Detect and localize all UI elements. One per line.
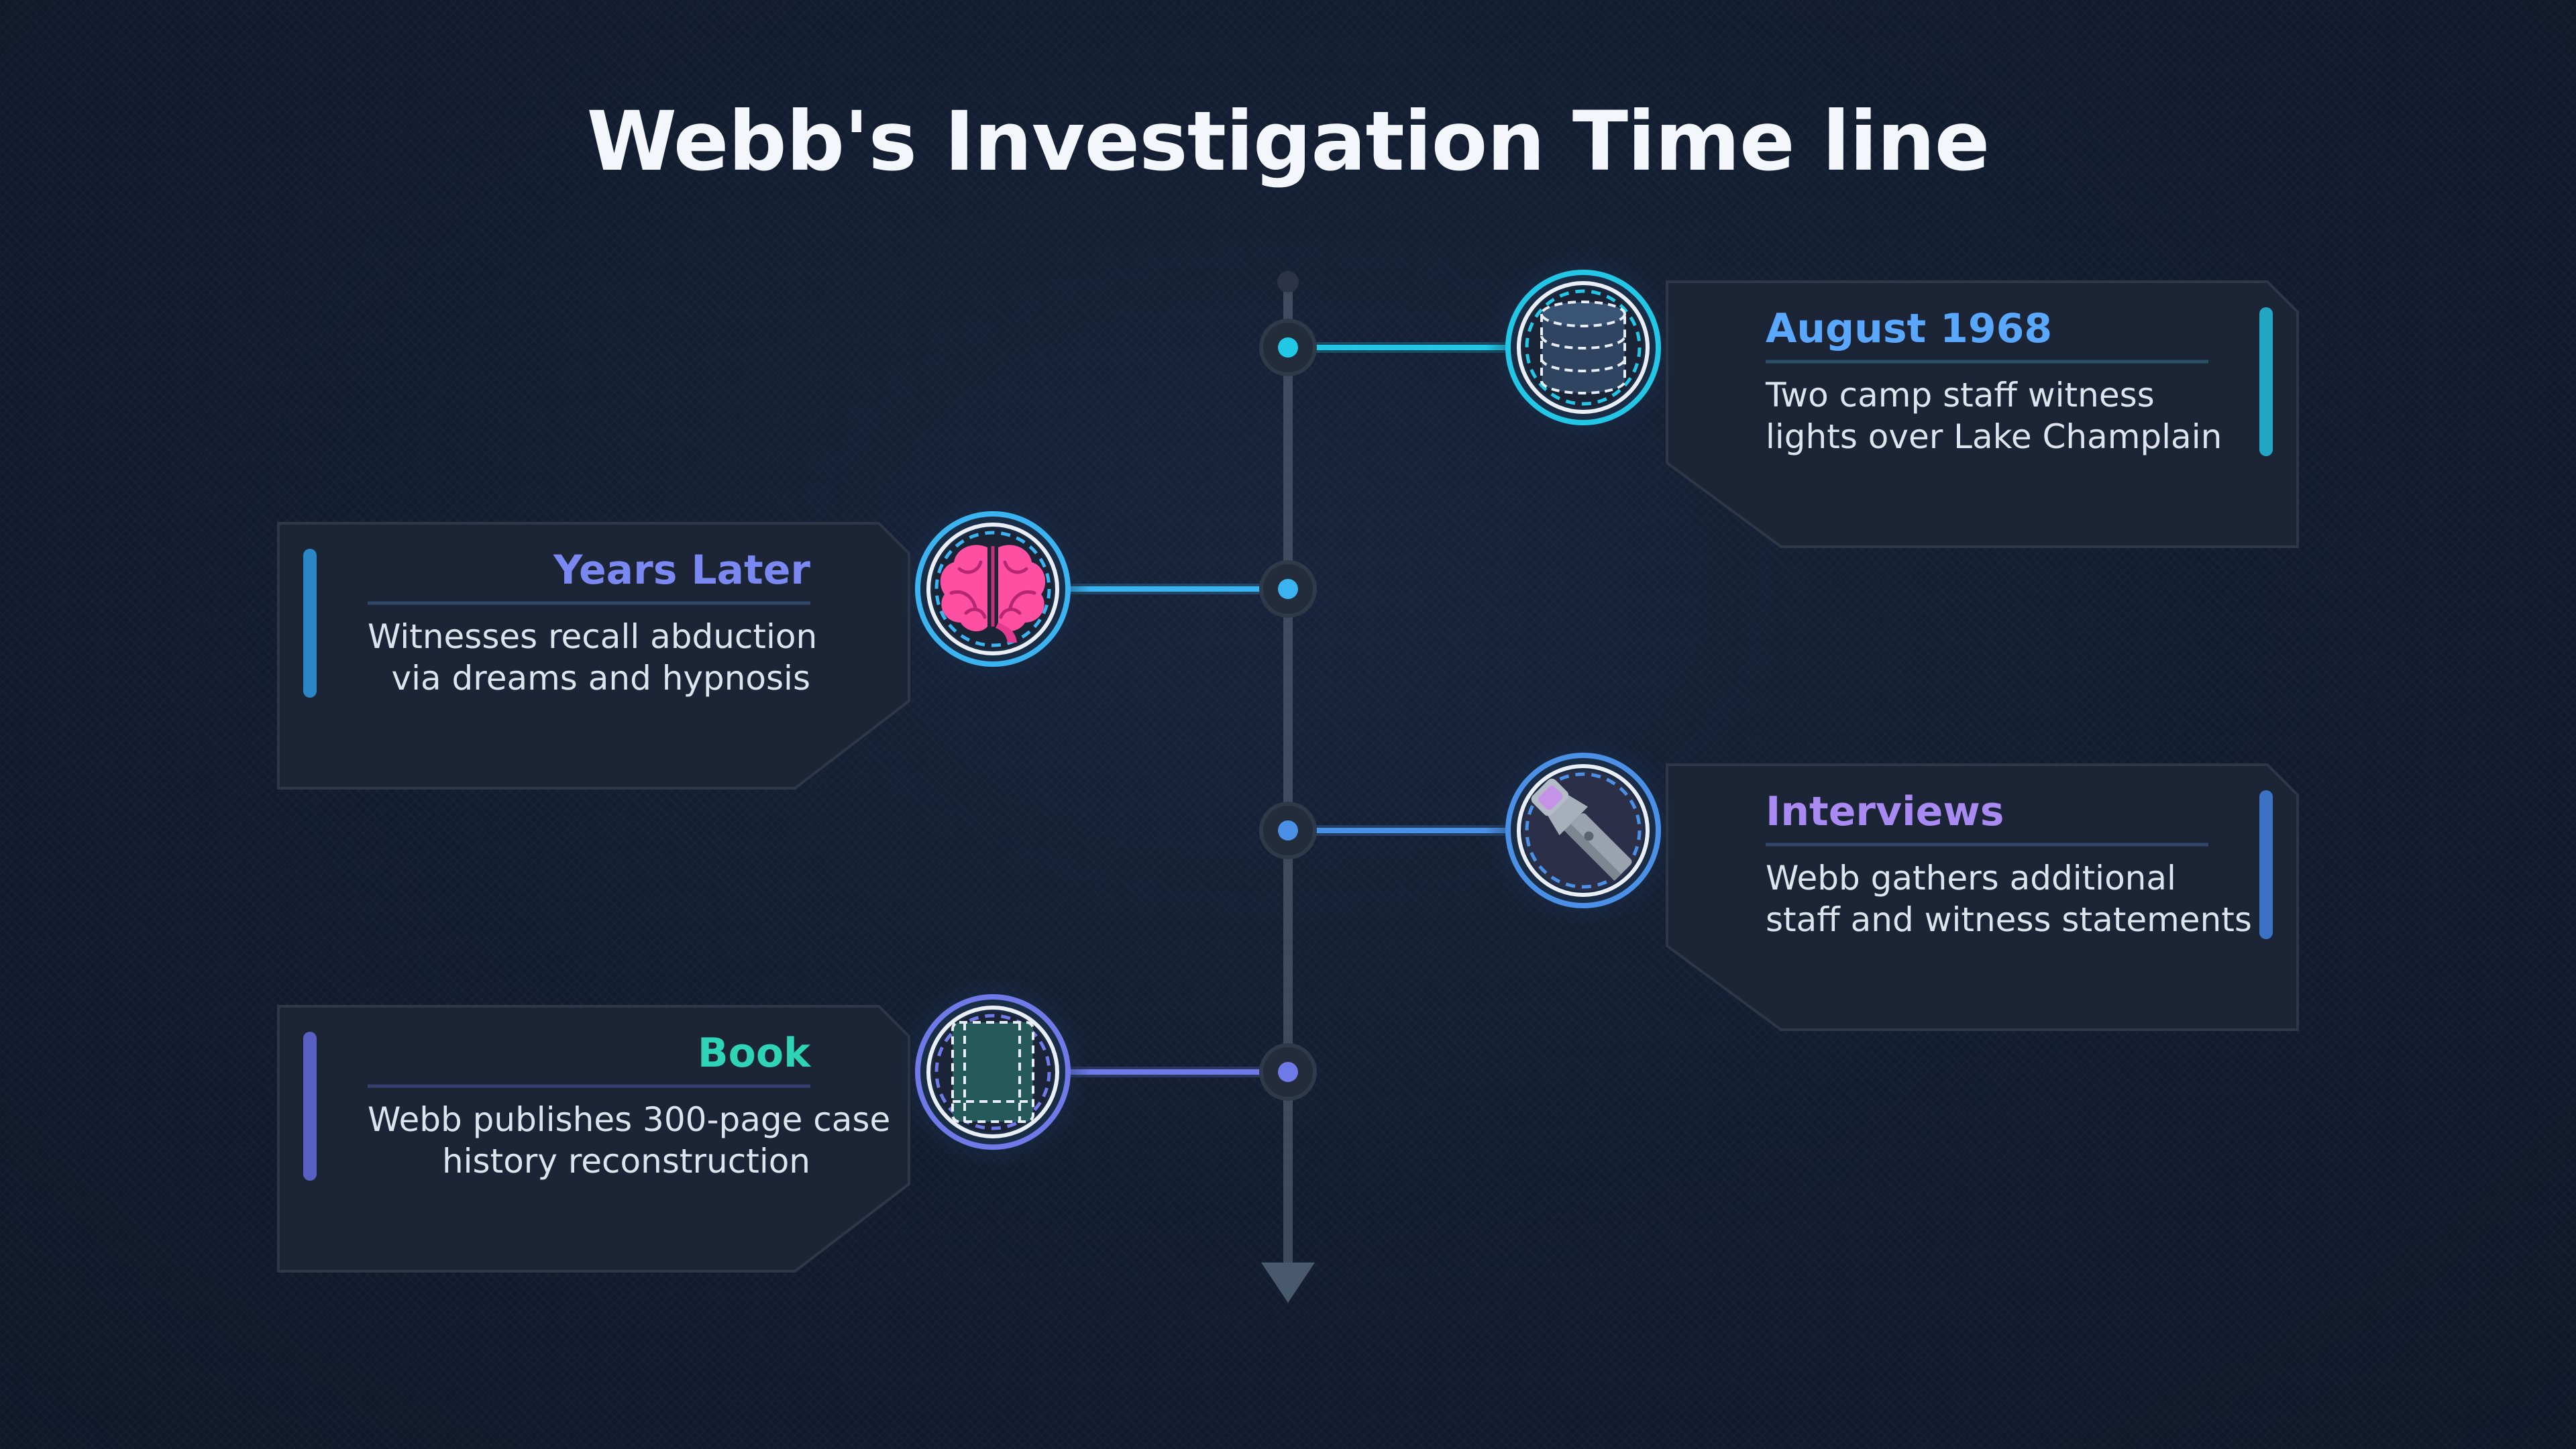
page-title: Webb's Investigation Time line	[586, 94, 1990, 189]
event-description: Witnesses recall abduction via dreams an…	[368, 616, 818, 699]
event-card-2	[277, 522, 910, 790]
event-description-line: Two camp staff witness	[1766, 376, 2155, 415]
event-title: Years Later	[553, 547, 810, 594]
event-description-line: Webb publishes 300-page case	[368, 1100, 891, 1139]
connector-4	[1067, 1043, 1317, 1101]
event-description-line: history reconstruction	[441, 1142, 810, 1181]
event-card-1	[1666, 280, 2299, 548]
event-card-4-text: Book Webb publishes 300-page case histor…	[368, 1028, 891, 1182]
event-icon-1	[1486, 250, 1680, 445]
event-description-line: Webb gathers additional	[1766, 859, 2176, 898]
database-icon	[1540, 301, 1626, 394]
event-description-line: Witnesses recall abduction	[368, 617, 818, 656]
event-description: Webb gathers additional staff and witnes…	[1766, 857, 2252, 941]
connector-1	[1259, 319, 1509, 376]
event-title: Interviews	[1766, 788, 2004, 835]
event-icon-2	[896, 492, 1090, 686]
event-card-4	[277, 1005, 910, 1273]
event-card-3	[1666, 763, 2299, 1031]
event-icon-3	[1486, 733, 1680, 928]
connector-3	[1259, 802, 1509, 859]
event-description: Two camp staff witness lights over Lake …	[1766, 374, 2222, 458]
brain-icon	[940, 545, 1046, 643]
event-description: Webb publishes 300-page case history rec…	[368, 1099, 891, 1182]
timeline-axis-start	[1277, 271, 1299, 292]
event-card-3-text: Interviews Webb gathers additional staff…	[1766, 786, 2252, 941]
book-icon	[951, 1021, 1034, 1123]
event-title: August 1968	[1766, 305, 2053, 352]
event-title: Book	[697, 1030, 810, 1077]
event-icon-4	[896, 975, 1090, 1169]
event-description-line: staff and witness statements	[1766, 900, 2252, 939]
event-card-2-text: Years Later Witnesses recall abduction v…	[368, 545, 818, 699]
event-card-1-text: August 1968 Two camp staff witness light…	[1766, 303, 2222, 458]
timeline-axis-arrowhead	[1261, 1263, 1315, 1303]
connector-2	[1067, 560, 1317, 618]
event-description-line: via dreams and hypnosis	[391, 659, 810, 698]
event-description-line: lights over Lake Champlain	[1766, 417, 2222, 456]
microphone-icon	[1531, 778, 1632, 881]
